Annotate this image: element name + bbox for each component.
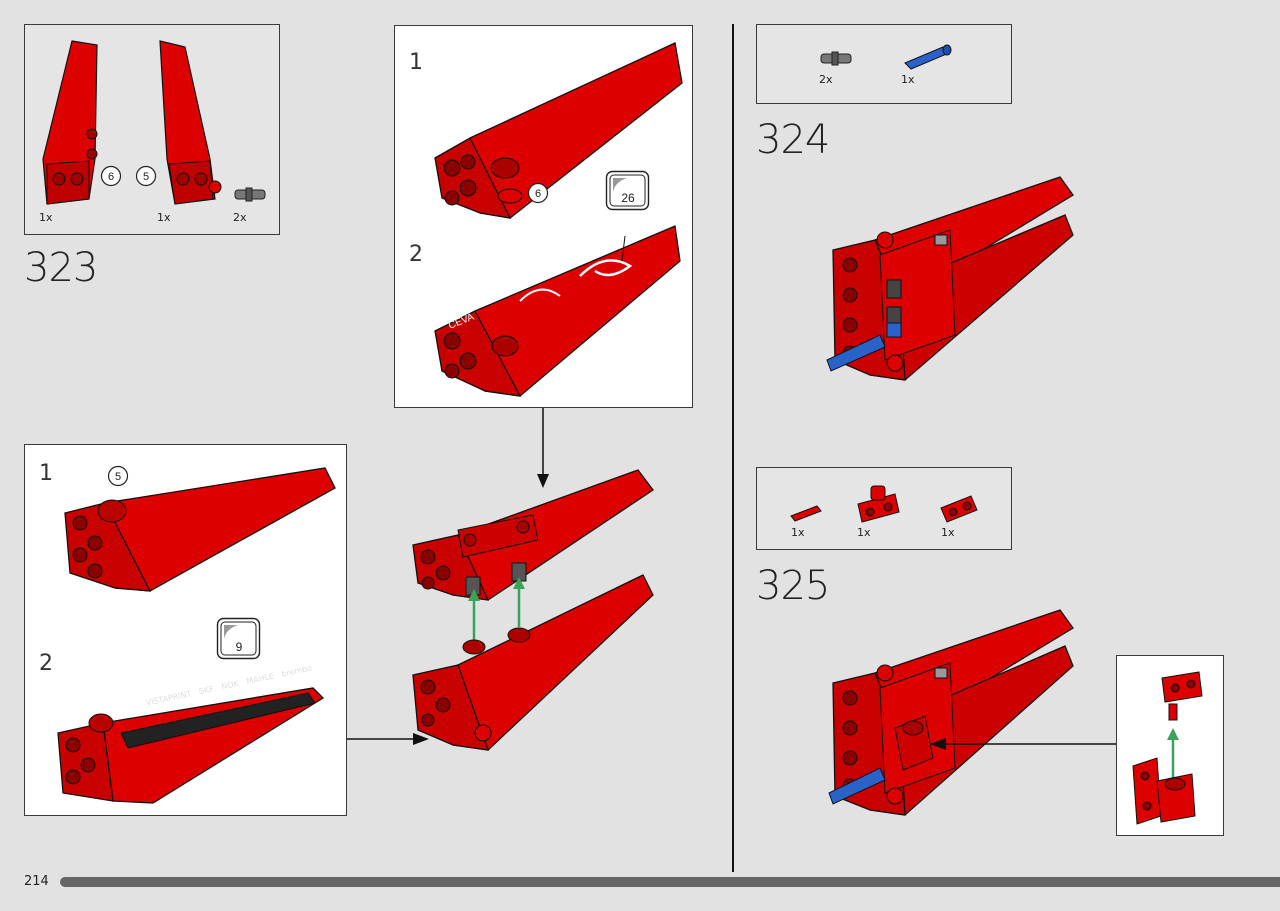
assembly-324 [826,176,1074,381]
part-qty: 1x [857,526,871,539]
sub-assembly-top: 1 6 26 2 CEVA [394,25,693,408]
callout-circle-6: 6 [100,165,122,187]
blue-pin-part [904,44,952,70]
column-divider [732,24,734,872]
wing-panel-right-part [159,40,222,205]
step-number-323: 323 [24,245,98,291]
parts-list-325: 1x 1x 1x [756,467,1012,550]
sub-step-2: 2 [409,242,423,267]
svg-text:5: 5 [115,471,121,483]
wing-panel-left-part [42,40,98,205]
parts-list-323: 6 5 1x 1x 2x [24,24,280,235]
arrow-left [930,738,1118,750]
step-number-325: 325 [756,563,830,609]
callout-circle-6: 6 [527,182,549,204]
part-qty: 1x [157,211,171,224]
sub-step-1: 1 [39,461,53,486]
sticker-icon-9: 9 [216,617,261,660]
sub-step-2: 2 [39,651,53,676]
parts-list-324: 2x 1x [756,24,1012,104]
callout-circle-5: 5 [135,165,157,187]
page-number: 214 [24,874,49,889]
sub-assembly-left: 1 5 9 2 brembo MAHLE NOK SKF VISTAPRINT [24,444,347,816]
wing-element-top-1 [434,42,683,219]
part-qty: 1x [941,526,955,539]
sticker-icon-26: 26 [605,170,650,211]
step-number-324: 324 [756,117,830,163]
part-qty: 2x [233,211,247,224]
callout-circle-5: 5 [107,465,129,487]
callout-text-5: 5 [143,171,149,183]
detail-parts-325 [1132,671,1203,825]
arrow-right [347,733,429,745]
part-qty: 1x [39,211,53,224]
part-qty: 1x [901,73,915,86]
red-connector-part [857,485,900,523]
sub-assembly-325-detail [1116,655,1224,836]
svg-text:6: 6 [535,188,541,200]
sub-step-1: 1 [409,50,423,75]
wing-element-left-1 [64,467,336,592]
wing-element-left-2 [57,687,325,804]
arrow-down [537,408,549,488]
wing-element-top-2: CEVA [434,225,681,397]
assembly-325 [828,609,1074,816]
main-assembly-323 [412,469,654,751]
callout-text-6: 6 [108,171,114,183]
grey-connector-part [234,187,266,202]
red-beam-part [940,495,978,523]
grey-connector-part [820,51,852,66]
red-axle-part [790,505,822,522]
progress-bar [60,877,1280,887]
part-qty: 2x [819,73,833,86]
sticker-number: 9 [236,640,243,654]
part-qty: 1x [791,526,805,539]
sticker-number: 26 [621,191,635,205]
